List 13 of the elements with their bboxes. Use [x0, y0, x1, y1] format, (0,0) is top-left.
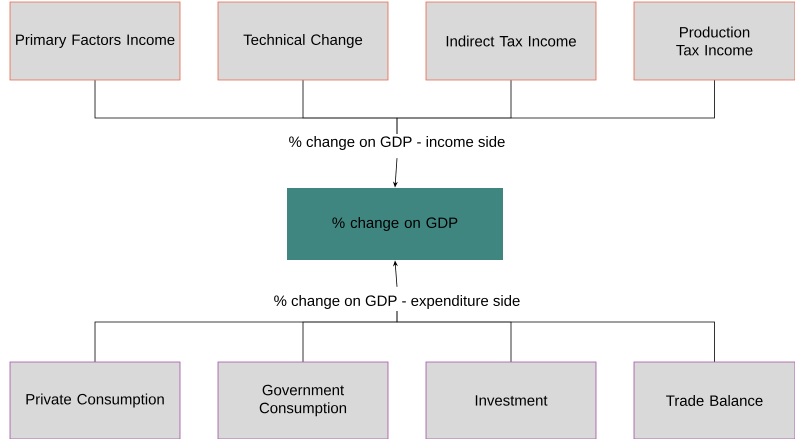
component-box: Investment [426, 362, 596, 439]
connector-line [396, 310, 715, 362]
factor-box: Primary Factors Income [10, 2, 180, 80]
connector-line [396, 80, 715, 134]
side-label: % change on GDP - expenditure side [272, 293, 522, 311]
component-box: Government Consumption [218, 362, 388, 439]
factor-box: Technical Change [218, 2, 388, 80]
component-box: Private Consumption [10, 362, 180, 439]
result-box: % change on GDP [287, 188, 503, 260]
side-label: % change on GDP - income side [286, 134, 508, 152]
factor-box: Production Tax Income [634, 2, 795, 80]
factor-box: Indirect Tax Income [426, 2, 596, 80]
component-box: Trade Balance [634, 362, 795, 439]
